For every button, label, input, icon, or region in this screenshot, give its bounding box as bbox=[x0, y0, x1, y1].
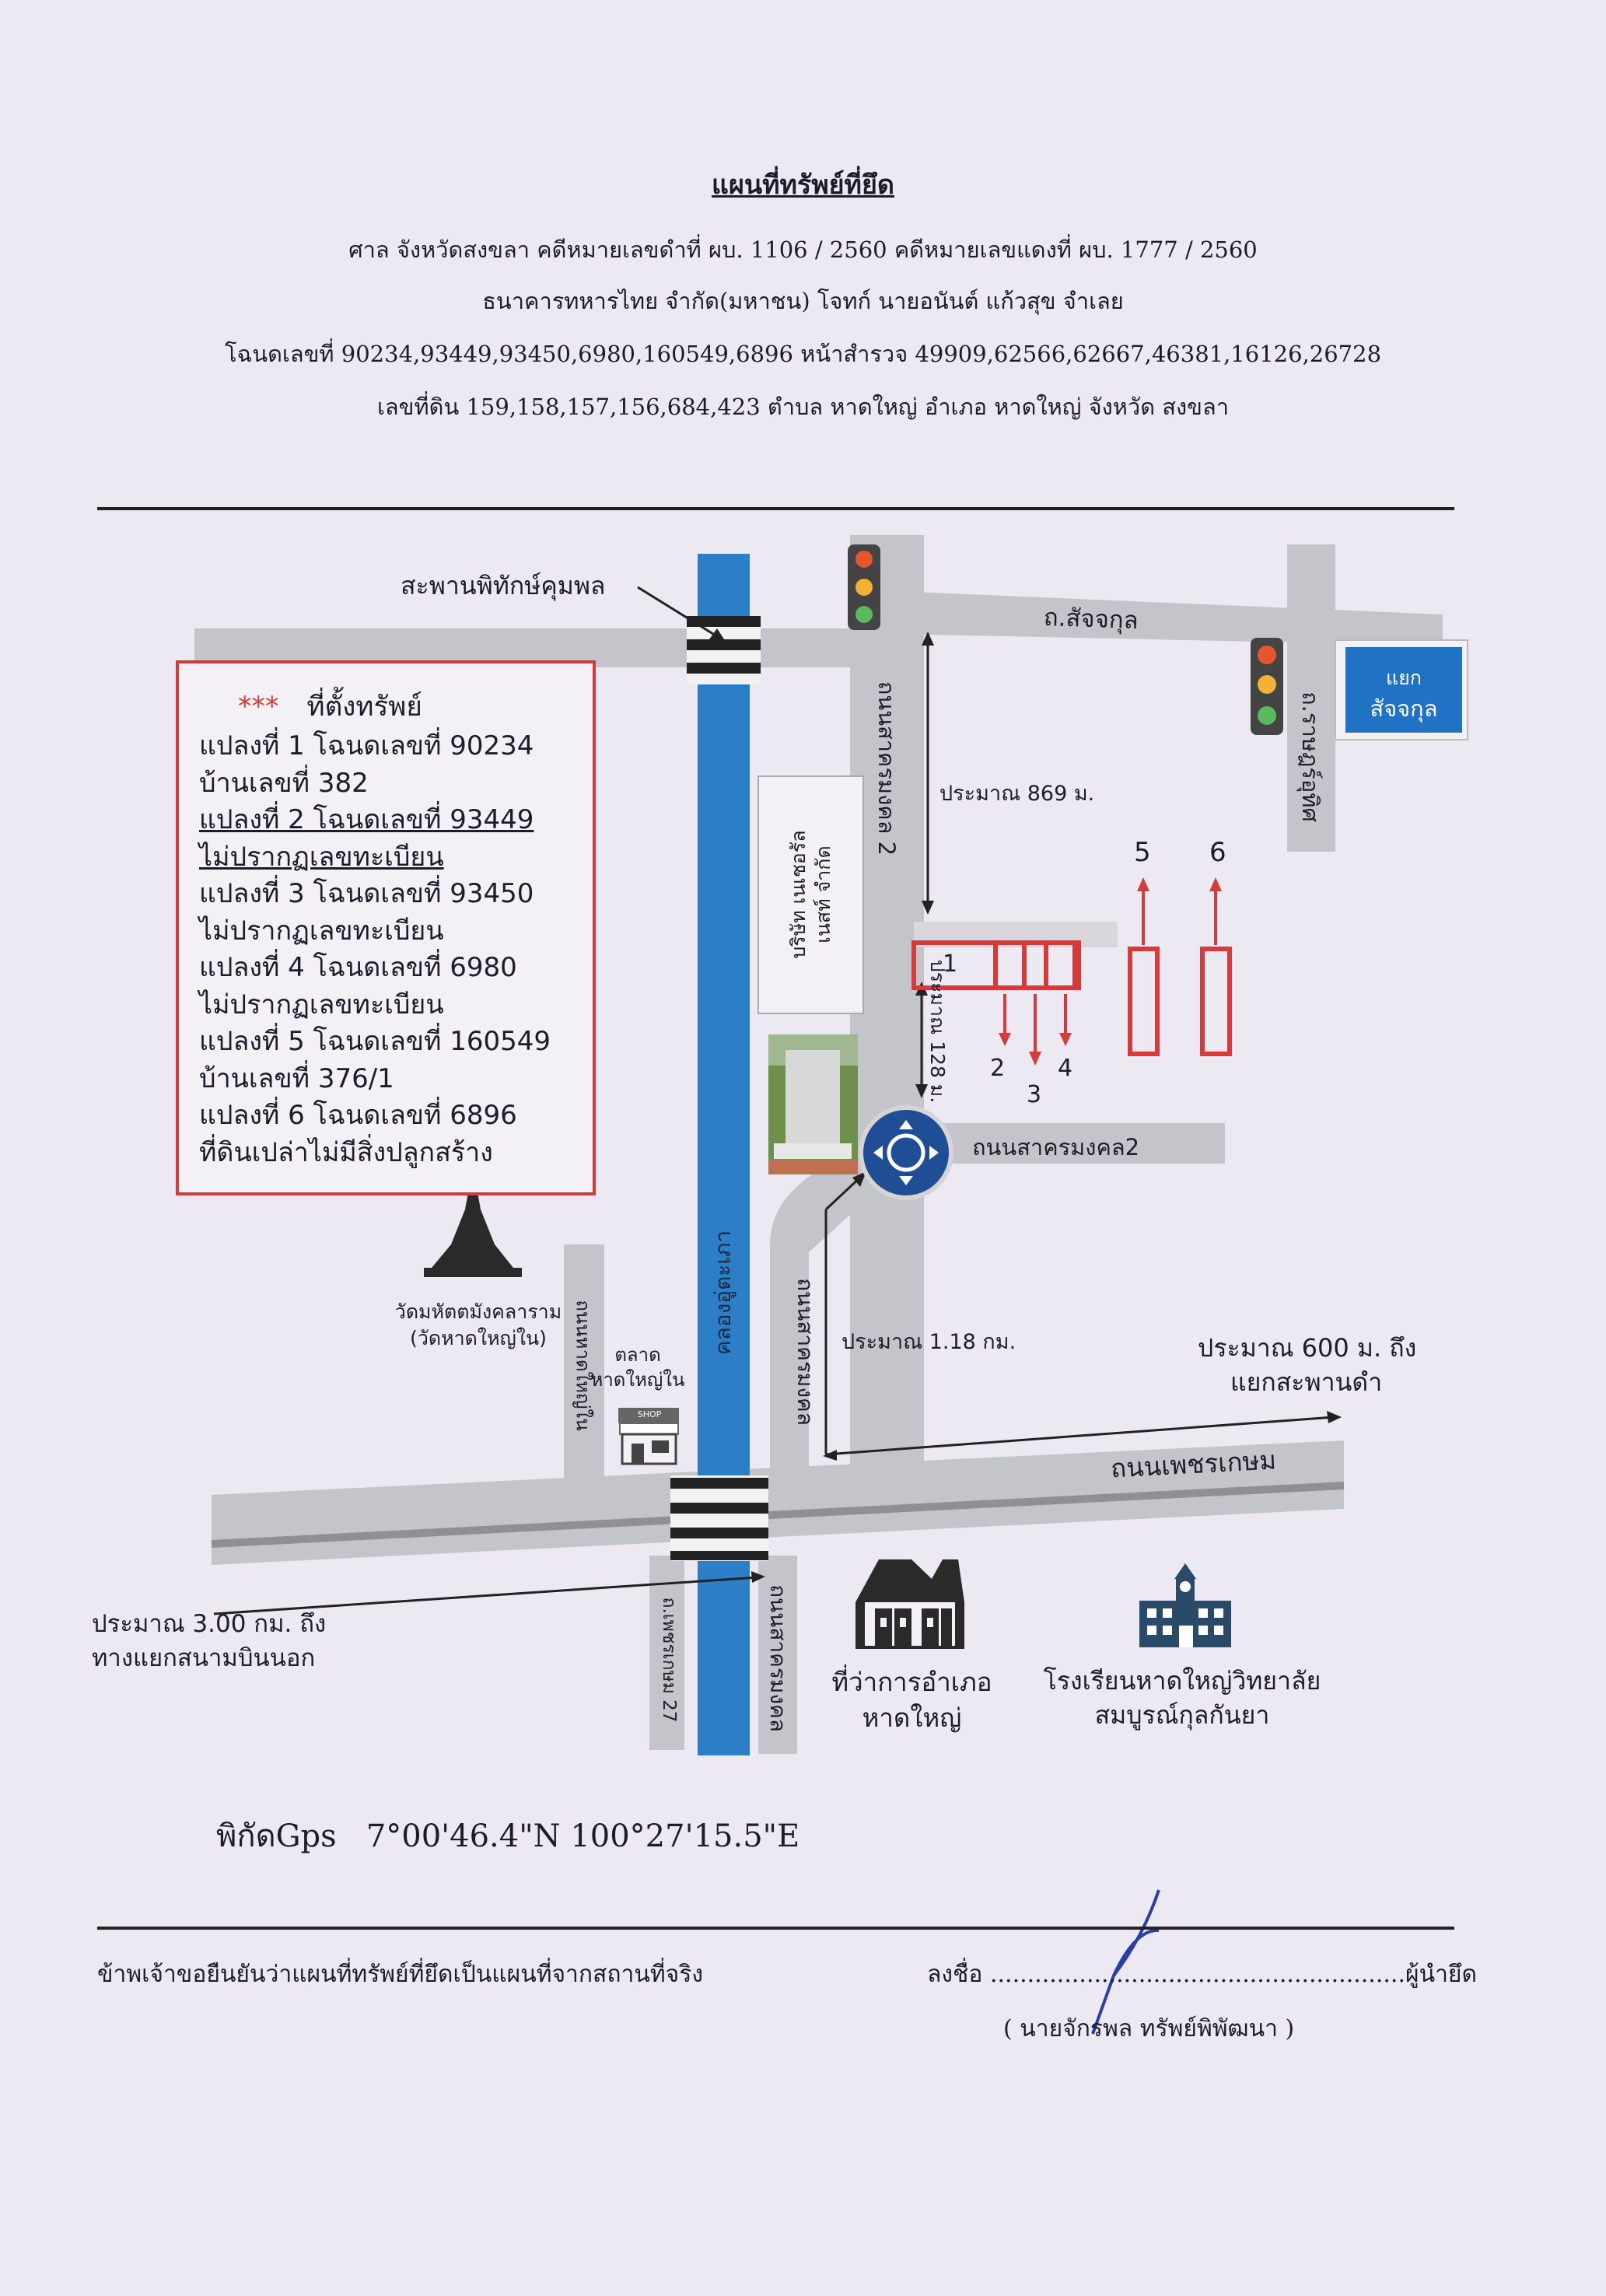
plot-label-1: 1 bbox=[943, 950, 958, 978]
plot-line: แปลงที่ 5 โฉนดเลขที่ 160549 bbox=[199, 1026, 551, 1057]
deeds-line: โฉนดเลขที่ 90234,93449,93450,6980,160549… bbox=[224, 341, 1382, 367]
school-icon bbox=[1139, 1563, 1231, 1647]
shop-sign: SHOP bbox=[637, 1409, 662, 1419]
road-phetkasem bbox=[212, 1440, 1344, 1565]
plot-6 bbox=[1200, 947, 1232, 1056]
plot-4 bbox=[1044, 940, 1077, 990]
plot-line: แปลงที่ 4 โฉนดเลขที่ 6980 bbox=[199, 952, 517, 983]
road-phetkasem27 bbox=[649, 1556, 684, 1750]
district-office-icon bbox=[855, 1559, 964, 1649]
plot-line: ไม่ปรากฏเลขทะเบียน bbox=[199, 989, 444, 1020]
plot-line: แปลงที่ 2 โฉนดเลขที่ 93449 bbox=[199, 804, 534, 835]
gps-value: 7°00'46.4"N 100°27'15.5"E bbox=[366, 1818, 800, 1854]
canal bbox=[698, 554, 750, 1755]
plot-label-4: 4 bbox=[1058, 1055, 1073, 1082]
road-sakhon-lower-label: ถนนสาครมงคล bbox=[793, 1278, 818, 1426]
distance-3-00-line2: ทางแยกสนามบินนอก bbox=[92, 1644, 316, 1672]
sign-role: ผู้นำยึด bbox=[1405, 1961, 1477, 1988]
distance-128: ประมาณ 128 ม. bbox=[926, 959, 949, 1104]
court-case-line: ศาล จังหวัดสงขลา คดีหมายเลขดำที่ ผบ. 110… bbox=[348, 236, 1258, 263]
sign-dots: ........................................… bbox=[989, 1961, 1405, 1988]
plot-line: แปลงที่ 6 โฉนดเลขที่ 6896 bbox=[199, 1100, 517, 1131]
road-phetkasem-label: ถนนเพชรเกษม bbox=[1110, 1444, 1277, 1484]
road-sakhon-bottom bbox=[758, 1556, 797, 1754]
road-hatyainai bbox=[564, 1244, 604, 1478]
company-box bbox=[758, 775, 864, 1014]
distance-1-18: ประมาณ 1.18 กม. bbox=[841, 1330, 1016, 1354]
photo-landmark bbox=[768, 1034, 858, 1174]
temple-label: วัดมหัตตมังคลาราม (วัดหาดใหญ่ใน) bbox=[394, 1300, 562, 1349]
confirmation-statement: ข้าพเจ้าขอยืนยันว่าแผนที่ทรัพย์ที่ยึดเป็… bbox=[97, 1961, 704, 1988]
plot-line: ไม่ปรากฏเลขทะเบียน bbox=[199, 915, 444, 947]
plot-label-6: 6 bbox=[1209, 837, 1226, 868]
plot-line: บ้านเลขที่ 376/1 bbox=[199, 1062, 394, 1094]
plot-5 bbox=[1128, 947, 1160, 1056]
page-title: แผนที่ทรัพย์ที่ยึด bbox=[712, 170, 894, 201]
plot-label-3: 3 bbox=[1027, 1081, 1042, 1108]
plot-line: ที่ดินเปล่าไม่มีสิ่งปลูกสร้าง bbox=[199, 1136, 493, 1168]
company-label: บริษัท เนเชอรัล เนสท์ จำกัด bbox=[787, 830, 834, 959]
land-numbers-line: เลขที่ดิน 159,158,157,156,684,423 ตำบล ห… bbox=[376, 394, 1230, 420]
district-office-line2: หาดใหญ่ bbox=[862, 1703, 962, 1733]
school-line2: สมบูรณ์กุลกันยา bbox=[1094, 1700, 1270, 1730]
junction-sign bbox=[1345, 647, 1462, 733]
school-sign: SCHOOL bbox=[1176, 1604, 1196, 1609]
plot-line: แปลงที่ 3 โฉนดเลขที่ 93450 bbox=[199, 878, 534, 909]
signature-line: ลงชื่อ .................................… bbox=[927, 1956, 1477, 1993]
bridge-label: สะพานพิทักษ์คุมพล bbox=[401, 571, 606, 600]
canal-label: คลองอู่ตะเภา bbox=[710, 1230, 736, 1356]
plot-line: ไม่ปรากฏเลขทะเบียน bbox=[199, 841, 444, 873]
footer-rule bbox=[97, 1927, 1454, 1930]
plot-line: แปลงที่ 1 โฉนดเลขที่ 90234 bbox=[199, 730, 534, 761]
road-sakhon-lower bbox=[770, 1143, 894, 1478]
distance-600-line2: แยกสะพานดำ bbox=[1230, 1367, 1383, 1397]
market-label: ตลาด หาดใหญ่ใน bbox=[590, 1344, 685, 1391]
signer-name: ( นายจักรพล ทรัพย์พิพัฒนา ) bbox=[1003, 2015, 1295, 2042]
gps-coordinates: พิกัดGps 7°00'46.4"N 100°27'15.5"E bbox=[216, 1811, 800, 1860]
junction-line2: สัจจกุล bbox=[1370, 695, 1438, 722]
distance-3-00-line1: ประมาณ 3.00 กม. ถึง bbox=[92, 1610, 327, 1638]
bridge-bottom bbox=[670, 1475, 768, 1561]
plot-3 bbox=[1022, 940, 1081, 990]
school-line1: โรงเรียนหาดใหญ่วิทยาลัย bbox=[1043, 1666, 1321, 1696]
plot-2 bbox=[993, 940, 1077, 990]
road-ratutit bbox=[1287, 544, 1335, 852]
signature-stroke bbox=[1091, 1889, 1160, 2035]
parties-line: ธนาคารทหารไทย จำกัด(มหาชน) โจทก์ นายอนัน… bbox=[482, 288, 1124, 314]
plot-line: บ้านเลขที่ 382 bbox=[199, 767, 369, 799]
header-rule bbox=[97, 507, 1454, 510]
bridge-top bbox=[687, 616, 761, 684]
sign-label: ลงชื่อ bbox=[927, 1961, 983, 1988]
shop-icon bbox=[618, 1408, 679, 1465]
distance-869: ประมาณ 869 ม. bbox=[939, 782, 1095, 806]
road-sakhon2-vertical-label: ถนนสาครมงคล 2 bbox=[873, 681, 900, 856]
distance-600-line1: ประมาณ 600 ม. ถึง bbox=[1198, 1333, 1417, 1363]
roundabout bbox=[859, 1105, 953, 1200]
road-phetkasem27-label: ถ.เพชรเกษม 27 bbox=[659, 1597, 679, 1723]
road-sakhon-bottom-label: ถนนสาครมงคล bbox=[765, 1584, 791, 1732]
traffic-light-right bbox=[1251, 638, 1283, 735]
road-ratutit-label: ถ.ราษฎร์อุทิศ bbox=[1297, 691, 1324, 822]
junction-line1: แยก bbox=[1386, 667, 1422, 689]
traffic-light-left bbox=[848, 544, 880, 630]
temple-icon bbox=[424, 1167, 522, 1277]
road-satchakul-label: ถ.สัจจกุล bbox=[1043, 603, 1139, 635]
road-sakhon2-horizontal-label: ถนนสาครมงคล2 bbox=[972, 1134, 1140, 1160]
district-office-line1: ที่ว่าการอำเภอ bbox=[831, 1667, 992, 1697]
stars: *** bbox=[238, 691, 279, 723]
gps-label: พิกัดGps bbox=[216, 1818, 337, 1854]
plot-label-2: 2 bbox=[990, 1055, 1006, 1082]
property-location-box: *** ที่ตั้งทรัพย์ แปลงที่ 1 โฉนดเลขที่ 90… bbox=[176, 660, 596, 1195]
property-heading: ที่ตั้งทรัพย์ bbox=[306, 691, 422, 723]
plot-label-5: 5 bbox=[1134, 837, 1151, 868]
road-satchakul bbox=[194, 591, 1443, 667]
